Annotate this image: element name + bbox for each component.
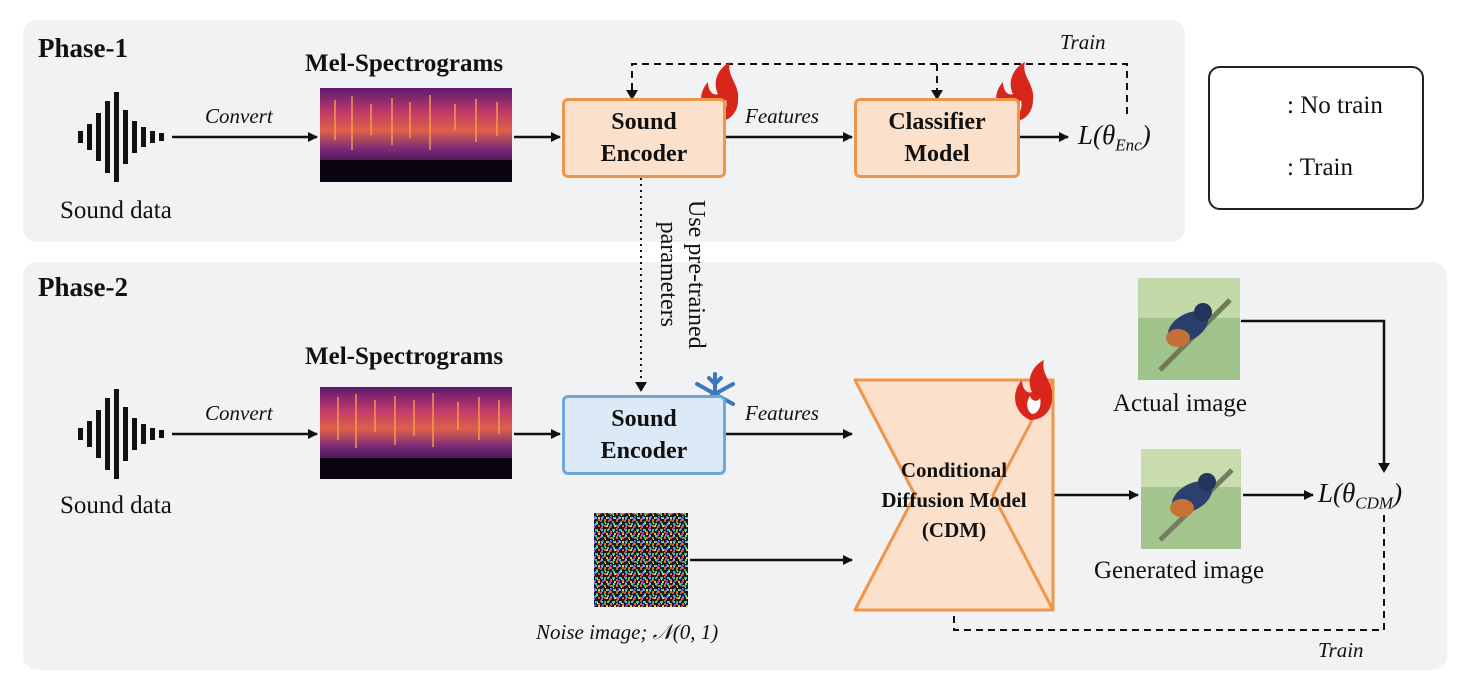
spectrogram-image-phase1 [320,88,512,182]
legend-train-label: : Train [1287,154,1354,181]
phase1-train-label: Train [1060,30,1106,54]
phase1-convert-label: Convert [205,104,273,128]
loss-enc-label: L(θEnc) [1078,120,1151,155]
generated-bird-image [1141,449,1241,549]
phase2-title: Phase-2 [38,272,128,302]
actual-bird-image [1138,278,1240,380]
legend-box [1208,66,1424,210]
phase1-spectrogram-title: Mel-Spectrograms [305,50,504,77]
sound-encoder-box-phase2: Sound Encoder [562,395,726,475]
encoder-label-line2: Encoder [600,141,688,167]
flame-icon-cdm [1015,360,1053,420]
noise-image-label: Noise image; 𝒩(0, 1) [536,620,719,644]
encoder2-label-line2: Encoder [600,438,688,464]
sound-wave-icon-phase1 [78,92,164,182]
phase1-sound-data-label: Sound data [60,197,172,224]
spectrogram-image-phase2 [320,387,512,479]
actual-image-label: Actual image [1113,390,1247,417]
encoder2-label-line1: Sound [611,406,677,432]
phase2-spectrogram-title: Mel-Spectrograms [305,343,504,370]
classifier-label-line2: Model [904,141,970,167]
phase2-convert-label: Convert [205,401,273,425]
encoder-label-line1: Sound [611,109,677,135]
sound-encoder-box-phase1: Sound Encoder [562,98,726,178]
phase2-panel [23,262,1447,670]
noise-image [594,513,688,607]
generated-image-label: Generated image [1094,557,1265,584]
classifier-model-box: Classifier Model [854,98,1020,178]
classifier-label-line1: Classifier [888,109,986,135]
actual-to-loss-arrow [1241,319,1386,469]
legend-no-train-label: : No train [1287,92,1383,119]
sound-wave-icon-phase2 [78,389,164,479]
phase2-train-label: Train [1318,638,1364,662]
phase2-features-label: Features [745,401,819,425]
phase2-sound-data-label: Sound data [60,492,172,519]
pretrained-transfer-label: Use pre-trained parameters [655,200,709,349]
loss-cdm-label: L(θCDM) [1318,478,1403,513]
cdm-label: Conditional Diffusion Model (CDM) [881,458,1027,542]
phase1-features-label: Features [745,104,819,128]
phase1-title: Phase-1 [38,33,128,63]
